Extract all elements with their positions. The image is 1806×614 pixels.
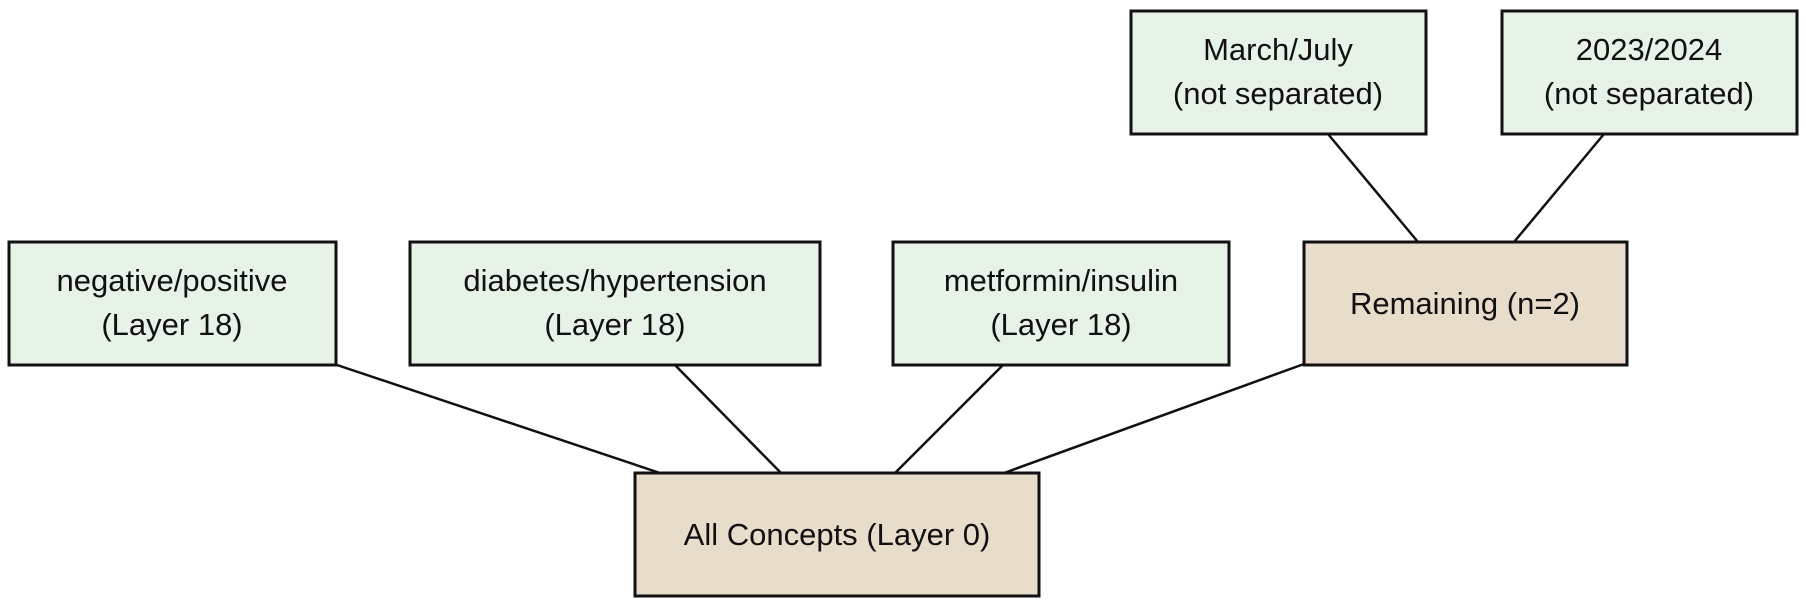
node-label-line1: 2023/2024 [1576,32,1723,67]
node-label-line2: (not separated) [1544,76,1754,111]
node-label-line2: (Layer 18) [990,307,1131,342]
node-label-line2: (Layer 18) [101,307,242,342]
node-box [7,240,338,367]
edge-root-neg-pos [333,362,661,475]
node-all-concepts: All Concepts (Layer 0) [633,471,1041,598]
node-label-line1: negative/positive [57,263,288,298]
node-negative-positive: negative/positive (Layer 18) [7,240,338,367]
node-label-line2: (not separated) [1173,76,1383,111]
node-diabetes-hypertension: diabetes/hypertension (Layer 18) [408,240,822,367]
node-label-line1: diabetes/hypertension [463,263,766,298]
node-label-line1: March/July [1203,32,1353,67]
node-label-line2: (Layer 18) [544,307,685,342]
node-remaining: Remaining (n=2) [1302,240,1629,367]
node-box [1302,240,1629,367]
node-box [891,240,1231,367]
node-2023-2024: 2023/2024 (not separated) [1500,9,1799,136]
edge-remaining-years [1513,133,1605,243]
edge-remaining-march-july [1327,133,1419,243]
node-box [1129,9,1428,136]
node-box [408,240,822,367]
node-label: All Concepts (Layer 0) [684,517,991,552]
edge-root-diab-hyp [673,363,782,474]
node-metformin-insulin: metformin/insulin (Layer 18) [891,240,1231,367]
edge-root-remaining [1003,362,1305,475]
node-label: Remaining (n=2) [1350,286,1580,321]
node-box [1500,9,1799,136]
node-box [633,471,1041,598]
node-march-july: March/July (not separated) [1129,9,1428,136]
edge-root-met-ins [894,363,1005,474]
edges [333,133,1605,475]
node-label-line1: metformin/insulin [944,263,1178,298]
